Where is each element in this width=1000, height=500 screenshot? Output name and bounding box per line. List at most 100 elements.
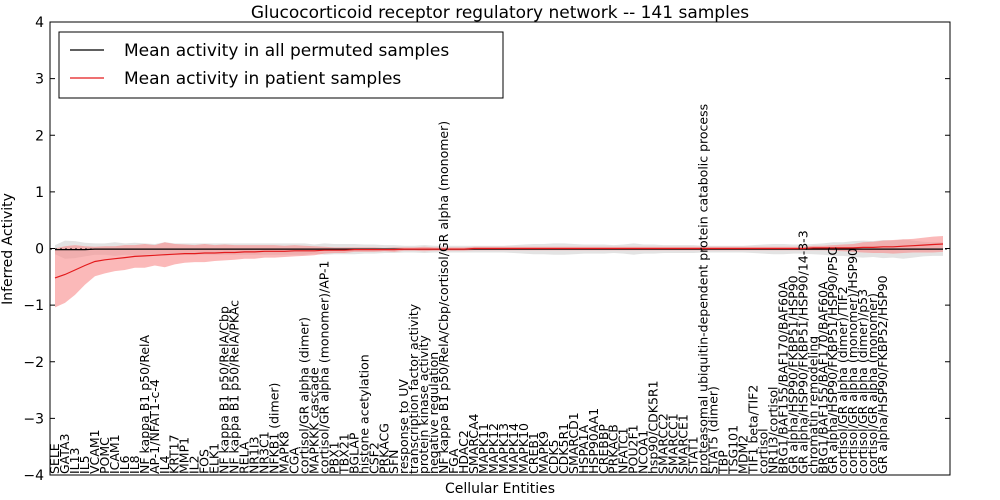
entity-label: BRG1/BAF155/BAF170/BAF60A xyxy=(775,281,790,474)
entity-label: BGLAP xyxy=(346,432,361,474)
entity-label: IL8 xyxy=(127,455,142,474)
entity-label: MDM2 xyxy=(735,435,750,474)
entity-label: FGA xyxy=(446,448,461,474)
entity-label: cortisol/GR alpha (dimer) xyxy=(296,317,311,474)
entity-label: CDK5R1 xyxy=(556,423,571,474)
legend-box xyxy=(58,31,504,99)
entity-label: MAPK13 xyxy=(496,423,511,474)
entity-label: MAPK10 xyxy=(516,423,531,474)
entity-label: MMP1 xyxy=(177,437,192,474)
entity-label: cortisol/GR alpha (monomer)/HSP90 xyxy=(845,248,860,474)
entity-label: SFN xyxy=(386,449,401,473)
entity-label: cortisol/GR alpha (monomer)/AP-1 xyxy=(316,261,331,475)
entity-label: PBX1 xyxy=(326,441,341,474)
entity-label: transcription factor activity xyxy=(406,303,421,474)
entity-label: cortisol/GR alpha (dimer)/p53 xyxy=(855,289,870,474)
entity-label: POU2F1 xyxy=(626,424,641,474)
chart-title: Glucocorticoid receptor regulatory netwo… xyxy=(251,3,749,23)
y-tick-label: 0 xyxy=(35,242,44,258)
entity-label: CREB1 xyxy=(526,432,541,474)
entity-label: histone acetylation xyxy=(356,354,371,474)
y-tick-label: −2 xyxy=(23,355,44,371)
entity-label: MAPK8 xyxy=(277,431,292,474)
entity-label: SMARCD1 xyxy=(566,412,581,474)
entity-label: GR alpha/HSP90/FKBP51/HSP90/P5C xyxy=(825,247,840,474)
entity-label: proteasomal ubiquitin-dependent protein … xyxy=(696,104,711,474)
y-tick-label: −4 xyxy=(23,468,44,484)
y-tick-label: −1 xyxy=(23,298,44,314)
entity-label: cortisol xyxy=(755,428,770,474)
y-tick-label: 2 xyxy=(35,128,44,144)
entity-label: MAPKKK cascade xyxy=(306,367,321,474)
entity-label: TSG101 xyxy=(726,425,741,475)
y-tick-label: 3 xyxy=(35,72,44,88)
entity-label: PRKACG xyxy=(376,423,391,474)
entity-label: NF kappa B1 p50/RelA/Cbp xyxy=(217,306,232,474)
legend-label-permuted: Mean activity in all permuted samples xyxy=(124,41,449,61)
entity-label: KRT17 xyxy=(167,434,182,474)
entity-label: NF kappa B1 p50/RelA/PKAc xyxy=(227,300,242,474)
entity-label: HSP90AA1 xyxy=(586,408,601,474)
entity-label: chromatin remodeling xyxy=(805,336,820,474)
entity-label: NCOA1 xyxy=(636,430,651,474)
entity-label: SMARCC1 xyxy=(666,413,681,474)
entity-label: RELA xyxy=(237,441,252,474)
series-line-1 xyxy=(54,243,944,279)
entity-label: CGA xyxy=(287,447,302,474)
entity-label: NFATC1 xyxy=(616,427,631,474)
entity-label: STAT1 xyxy=(686,436,701,474)
entity-label: cortisol/GR alpha (dimer)/TIF2 xyxy=(835,286,850,474)
entity-label: VCAM1 xyxy=(87,429,102,474)
entity-label: MAPK14 xyxy=(506,423,521,474)
entity-label: ELK1 xyxy=(207,443,222,474)
entity-label: IL13 xyxy=(67,447,82,474)
entity-label: CSF2 xyxy=(366,442,381,474)
entity-label: BRG1/BAF155/BAF170/BAF60A xyxy=(815,281,830,474)
entity-label: ICAM1 xyxy=(107,434,122,474)
entity-label: TBP xyxy=(716,450,731,475)
entity-label: MAPK9 xyxy=(536,431,551,474)
entity-label: IL4 xyxy=(157,455,172,474)
y-axis: −4 −3 −2 −1 0 1 2 3 4 xyxy=(23,15,950,484)
entity-label: SELE xyxy=(47,443,62,474)
entity-label: HDAC2 xyxy=(456,430,471,474)
entity-label: STAT5 (dimer) xyxy=(706,386,721,474)
entity-label: MAPK12 xyxy=(486,423,501,474)
entity-label: TIF1 beta/TIF2 xyxy=(745,385,760,475)
y-tick-label: 4 xyxy=(35,15,44,31)
entity-label: NR1I3 xyxy=(247,436,262,474)
entity-label: NR3C1 xyxy=(257,431,272,474)
entity-label: SMARCC2 xyxy=(656,413,671,474)
x-axis-title: Cellular Entities xyxy=(445,481,555,497)
y-axis-title: Inferred Activity xyxy=(0,193,16,305)
entity-label: NR1I3/cortisol xyxy=(765,387,780,475)
entity-label: cortisol/GR alpha (monomer) xyxy=(865,293,880,474)
entity-label: POMC xyxy=(97,437,112,474)
entity-label: NF kappa B1 p50/RelA/Cbp/cortisol/GR alp… xyxy=(436,121,451,474)
entity-label: FOS xyxy=(197,449,212,474)
entity-label: HSPA1A xyxy=(576,424,591,474)
entity-label: CDK5 xyxy=(546,440,561,475)
entity-label: response to UV xyxy=(396,379,411,474)
entity-label: CREBBP xyxy=(596,424,611,474)
entity-label: GR alpha/HSP90/FKBP52/HSP90 xyxy=(875,275,890,474)
entity-label: TBX21 xyxy=(336,433,351,475)
entity-label: GR alpha/HSP90/FKBP51/HSP90/14-3-3 xyxy=(795,230,810,474)
entity-label: PRKACB xyxy=(606,424,621,474)
entity-label: hsp90/CDK5R1 xyxy=(646,380,661,474)
entity-label: AP-1/NFAT1-c-4 xyxy=(147,379,162,474)
entity-label: negative regulation xyxy=(426,352,441,474)
legend-label-patient: Mean activity in patient samples xyxy=(124,69,401,89)
entity-label: SMARCA4 xyxy=(466,413,481,474)
legend: Mean activity in all permuted samples Me… xyxy=(58,31,504,99)
entity-label: GR alpha/HSP90/FKBP51/HSP90 xyxy=(785,275,800,474)
y-tick-label: −3 xyxy=(23,411,44,427)
entity-label: NF kappa B1 p50/RelA xyxy=(137,334,152,474)
y-tick-label: 1 xyxy=(35,185,44,201)
entity-label: GATA3 xyxy=(57,434,72,474)
entity-label: SMARCE1 xyxy=(676,414,691,474)
series-band-1 xyxy=(55,236,943,308)
entity-label: protein kinase activity xyxy=(416,334,431,474)
